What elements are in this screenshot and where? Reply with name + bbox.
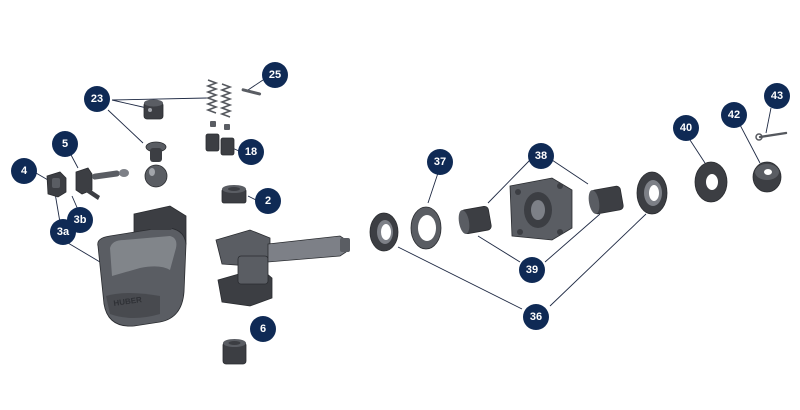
svg-text:39: 39 (526, 264, 538, 276)
leader-23-cap (111, 99, 148, 109)
part-40-washer (694, 161, 728, 203)
leader-lines (35, 79, 772, 310)
leader-37 (427, 172, 439, 204)
callout-4: 4 (11, 158, 37, 184)
svg-text:37: 37 (434, 156, 446, 168)
part-3-housing: HUBER (97, 205, 187, 327)
leader-38-left (487, 159, 531, 204)
callout-6: 6 (250, 316, 276, 342)
leader-5 (69, 152, 79, 169)
part-42-castle-nut (752, 161, 782, 193)
callout-42: 42 (721, 102, 747, 128)
leader-39-left (477, 235, 521, 263)
svg-text:4: 4 (21, 165, 28, 177)
part-36-seal-right (636, 171, 668, 215)
leader-38-right (551, 159, 589, 185)
callout-43: 43 (764, 83, 790, 109)
part-25-springs (205, 79, 262, 118)
part-36-seal-left (369, 212, 399, 252)
part-43-cotter-pin (755, 131, 788, 141)
callout-38: 38 (528, 143, 554, 169)
leader-42 (738, 122, 761, 164)
svg-text:36: 36 (530, 311, 542, 323)
part-18-blocks (205, 121, 235, 156)
part-2-bushing (221, 185, 247, 204)
callout-25: 25 (262, 62, 288, 88)
leader-23-ball (107, 109, 144, 144)
callout-39: 39 (519, 257, 545, 283)
svg-text:2: 2 (265, 195, 271, 207)
callout-36: 36 (523, 304, 549, 330)
leader-2 (247, 195, 257, 201)
svg-text:25: 25 (269, 69, 281, 81)
leader-40 (689, 139, 706, 164)
callout-23: 23 (84, 86, 110, 112)
leader-3a-body (62, 239, 101, 263)
callout-18: 18 (238, 139, 264, 165)
callout-37: 37 (427, 149, 453, 175)
svg-text:38: 38 (535, 150, 547, 162)
part-4-bracket (46, 171, 67, 198)
svg-text:43: 43 (771, 90, 783, 102)
svg-text:5: 5 (62, 138, 68, 150)
svg-text:3b: 3b (74, 214, 87, 226)
part-spindle-knuckle (215, 229, 350, 307)
svg-text:42: 42 (728, 109, 740, 121)
leader-4 (35, 172, 49, 181)
leader-39-right (544, 213, 601, 263)
part-39-sleeve-right (588, 185, 624, 215)
part-38-flange-housing (509, 177, 573, 241)
part-39-sleeve-left (458, 205, 492, 235)
leader-43 (765, 107, 772, 134)
leader-36-left (397, 246, 523, 310)
leader-25 (247, 79, 264, 91)
part-6-bushing (222, 339, 247, 365)
part-23-cap (143, 99, 164, 120)
callout-2: 2 (255, 188, 281, 214)
part-5-rod-fitting (75, 167, 129, 200)
svg-text:6: 6 (260, 323, 266, 335)
leader-36-right (549, 213, 647, 307)
leader-23-spring (111, 97, 208, 101)
svg-text:40: 40 (680, 122, 692, 134)
svg-text:3a: 3a (57, 226, 70, 238)
casting-mark: HUBER (113, 295, 143, 308)
part-37-washer (410, 206, 442, 250)
svg-text:23: 23 (91, 93, 103, 105)
part-23-ball-stud (144, 141, 168, 188)
callout-3a: 3a (50, 219, 76, 245)
callout-40: 40 (673, 115, 699, 141)
svg-text:18: 18 (245, 146, 257, 158)
callout-5: 5 (52, 131, 78, 157)
